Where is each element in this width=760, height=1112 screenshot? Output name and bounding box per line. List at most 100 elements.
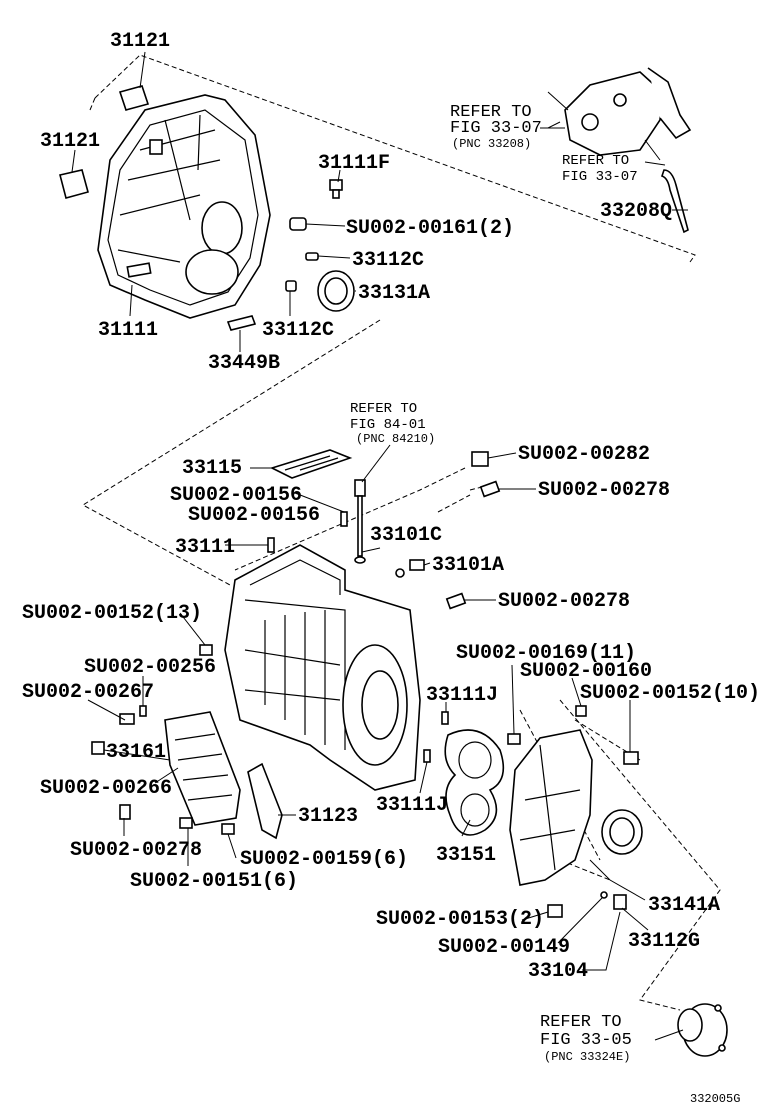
pin-33111j-upper-part	[441, 711, 449, 725]
cover-33161-part	[164, 711, 241, 826]
callout-33112c-upper: 33112C	[352, 249, 424, 272]
bracket-31123-part	[247, 762, 283, 840]
pin-33112c-upper-part	[305, 252, 319, 261]
sensor-su002-00267-part	[119, 713, 135, 725]
reference-line: FIG 33-07	[450, 119, 542, 138]
pin-su002-00156-part	[340, 511, 348, 527]
callout-su002-00256: SU002-00256	[84, 656, 216, 679]
reference-line: (PNC 33208)	[452, 137, 531, 151]
callout-31121-left: 31121	[40, 130, 100, 153]
housing-plug-part-2	[59, 169, 89, 199]
refer-assembly-upper-part	[547, 67, 692, 161]
bolt-su002-00266-part	[91, 741, 105, 755]
callout-33131a: 33131A	[358, 282, 430, 305]
oil-seal-33131a-part	[317, 270, 355, 312]
callout-su002-00156-upper: SU002-00156	[170, 484, 302, 507]
gasket-33151-part	[444, 729, 505, 836]
housing-plug-part-1	[118, 85, 150, 111]
reference-note-fig-33-07-pnc: REFER TO FIG 33-07 (PNC 33208)	[450, 103, 542, 151]
callout-su002-00169: SU002-00169(11)	[456, 642, 636, 665]
figure-code: 332005G	[690, 1092, 740, 1106]
callout-33101c: 33101C	[370, 524, 442, 547]
callout-33101a: 33101A	[432, 554, 504, 577]
oring-33101a-part	[395, 559, 425, 578]
bolt-su002-00159-part	[221, 823, 235, 835]
callout-33112c-lower: 33112C	[262, 319, 334, 342]
flange-ref-part	[677, 1003, 728, 1057]
bolt-su002-00169-part	[507, 733, 521, 745]
callout-33104: 33104	[528, 960, 588, 983]
callout-33161: 33161	[106, 741, 166, 764]
plug-su002-00278-lower-part	[119, 804, 131, 820]
bolt-su002-00152-left-part	[199, 644, 213, 656]
callout-31123: 31123	[298, 805, 358, 828]
bolt-su002-00160-part	[575, 705, 587, 717]
callout-su002-00266: SU002-00266	[40, 777, 172, 800]
reference-note-fig-84-01: REFER TO FIG 84-01 (PNC 84210)	[350, 401, 435, 446]
callout-su002-00159: SU002-00159(6)	[240, 848, 408, 871]
plate-33449b-part	[226, 315, 257, 331]
bolt-33112g-part	[613, 894, 627, 910]
reference-line: REFER TO	[350, 401, 417, 417]
callout-su002-00278-mid: SU002-00278	[498, 590, 630, 613]
callout-31111f: 31111F	[318, 152, 390, 175]
callout-su002-00161: SU002-00161(2)	[346, 217, 514, 240]
reference-line: (PNC 84210)	[356, 432, 435, 446]
callout-33151: 33151	[436, 844, 496, 867]
reference-line: FIG 84-01	[350, 417, 426, 433]
callout-33112g: 33112G	[628, 930, 700, 953]
callout-31111: 31111	[98, 319, 158, 342]
reference-line: FIG 33-05	[540, 1031, 632, 1050]
reference-line: FIG 33-07	[562, 169, 638, 185]
oil-seal-33141a-part	[601, 809, 643, 855]
plug-su002-00278-mid-part	[445, 592, 467, 610]
leader-lines	[71, 51, 688, 1041]
callout-su002-00152-right: SU002-00152(10)	[580, 682, 760, 705]
clutch-housing-part	[97, 94, 271, 319]
callout-33111j-lower: 33111J	[376, 794, 448, 817]
callout-su002-00160: SU002-00160	[520, 660, 652, 683]
reference-line: REFER TO	[450, 103, 532, 122]
callout-33111: 33111	[175, 536, 235, 559]
reference-line: (PNC 33324E)	[544, 1050, 630, 1064]
callout-su002-00156-lower: SU002-00156	[188, 504, 320, 527]
callout-su002-00151: SU002-00151(6)	[130, 870, 298, 893]
callout-31121-top: 31121	[110, 30, 170, 53]
pin-33112c-lower-part	[285, 280, 297, 292]
gasket-33115-part	[269, 449, 353, 479]
reference-note-fig-33-07: REFER TO FIG 33-07	[562, 153, 638, 185]
bolt-su002-00151-part	[179, 817, 193, 829]
reference-line: REFER TO	[540, 1013, 622, 1032]
callout-33208q: 33208Q	[600, 200, 672, 223]
callout-su002-00278-upper: SU002-00278	[538, 479, 670, 502]
callout-33449b: 33449B	[208, 352, 280, 375]
upper-assembly-outline	[89, 54, 696, 263]
sensor-33101c-part	[354, 479, 366, 564]
reference-note-fig-33-05: REFER TO FIG 33-05 (PNC 33324E)	[540, 1013, 632, 1064]
rear-assembly-outline	[559, 699, 721, 1011]
hose-33208q-part	[660, 169, 689, 234]
callout-33115: 33115	[182, 457, 242, 480]
pin-su002-00256-part	[139, 705, 147, 717]
callout-su002-00153: SU002-00153(2)	[376, 908, 544, 931]
callout-su002-00278-lower: SU002-00278	[70, 839, 202, 862]
callout-su002-00267: SU002-00267	[22, 681, 154, 704]
callout-su002-00149: SU002-00149	[438, 936, 570, 959]
bolt-su002-00153-part	[547, 904, 563, 918]
bolt-su002-00152-right-part	[623, 751, 639, 765]
bolt-31111f-part	[329, 179, 343, 199]
pin-su002-00161-part	[289, 217, 307, 231]
callout-su002-00282: SU002-00282	[518, 443, 650, 466]
plug-su002-00278-upper-part	[479, 480, 501, 498]
rear-case-part	[509, 729, 593, 886]
plug-su002-00282-part	[471, 451, 489, 467]
pin-su002-00149-part	[600, 891, 608, 899]
rear-guide-outline	[574, 719, 641, 761]
upper-lower-link-outline	[82, 319, 381, 586]
reference-line: REFER TO	[562, 153, 629, 169]
callout-su002-00152-left: SU002-00152(13)	[22, 602, 202, 625]
callout-33141a: 33141A	[648, 894, 720, 917]
pin-33111-part	[267, 537, 275, 553]
callout-33111j-upper: 33111J	[426, 684, 498, 707]
